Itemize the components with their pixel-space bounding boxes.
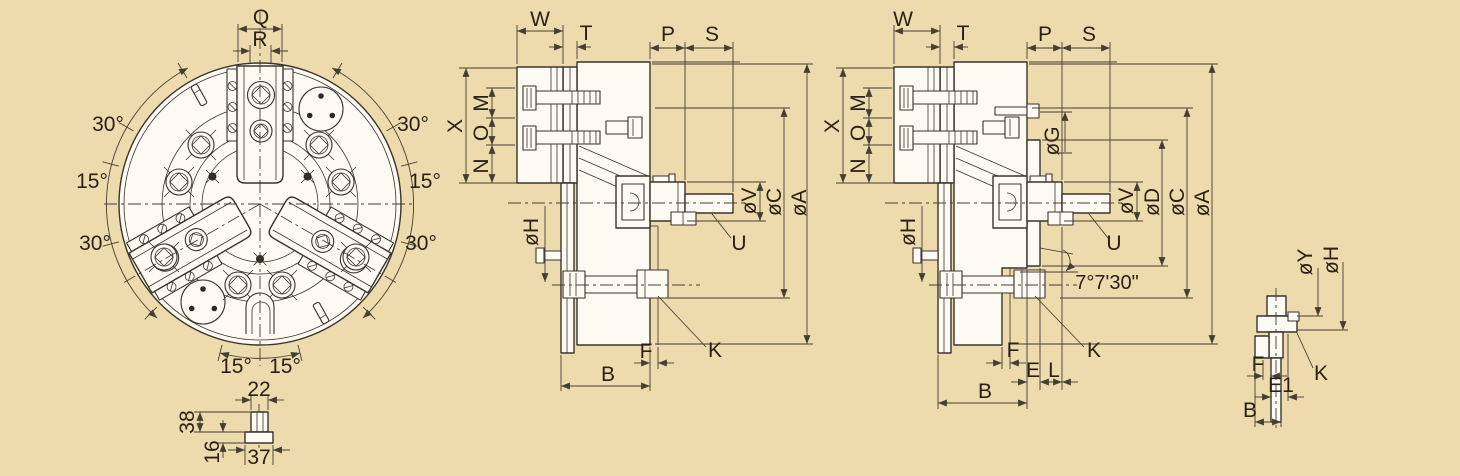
dim-label-l: L [1048, 359, 1060, 382]
dim-label-t: T [957, 22, 970, 45]
dim-label-da: øA [788, 190, 811, 217]
dim-label-n: N [847, 158, 870, 173]
draw-tube [684, 193, 734, 214]
cover-plate [298, 86, 344, 132]
callout-label-k: K [1314, 362, 1328, 385]
dim-label-dg: øG [1041, 126, 1064, 155]
dim-label-dc: øC [763, 188, 786, 216]
angle-label-lower-right: 30° [405, 232, 437, 255]
dim-label-q: Q [253, 6, 269, 29]
dim-label-dy: øY [1294, 249, 1317, 276]
dim-label-s: S [705, 23, 719, 46]
angle-label-bottom-left: 15° [220, 355, 252, 378]
cover-plate [180, 279, 226, 325]
dim-label-m: M [470, 94, 493, 112]
draw-tube-detail-view: øY øH K F E1 B [1243, 246, 1348, 432]
dim-label-da: øA [1191, 190, 1214, 217]
angle-note-label: 7°7'30" [1075, 272, 1138, 294]
dim-label-e: E [1026, 359, 1040, 382]
dim-label-dh: øH [1320, 246, 1343, 274]
dim-label-n: N [470, 158, 493, 173]
dim-label-37: 37 [247, 446, 270, 469]
dim-label-b: B [1243, 399, 1257, 422]
angle-label-lower-left: 30° [79, 232, 111, 255]
angle-label-mid-right: 15° [409, 170, 441, 193]
jaw-section-detail: 22 38 16 37 [176, 378, 290, 469]
dim-label-x: X [444, 119, 467, 133]
dim-label-s: S [1082, 23, 1096, 46]
dim-label-o: O [470, 125, 493, 141]
dim-label-dv: øV [738, 188, 761, 215]
dim-label-dv: øV [1115, 188, 1138, 215]
dim-label-w: W [893, 8, 913, 31]
dim-label-dd: øD [1141, 188, 1164, 216]
draw-tube [1061, 193, 1111, 214]
callout-label-k: K [1087, 339, 1101, 362]
dim-label-t: T [580, 22, 593, 45]
dim-label-r: R [252, 28, 267, 51]
dim-label-f: F [1007, 339, 1020, 362]
jaw-block-section [516, 66, 564, 184]
jaw-stem-section [250, 411, 269, 433]
callout-label-u: U [1106, 232, 1121, 255]
lube-pin [312, 301, 330, 325]
callout-label-k: K [708, 339, 722, 362]
jaw-base-section [244, 431, 274, 444]
lube-pin [190, 83, 208, 107]
angle-label-upper-left: 30° [92, 113, 124, 136]
dim-label-p: P [661, 23, 675, 46]
dim-label-dh: øH [520, 218, 543, 246]
dim-label-f: F [1252, 353, 1265, 376]
dim-label-38: 38 [176, 410, 199, 433]
dim-label-w: W [530, 8, 550, 31]
angle-label-bottom-right: 15° [269, 355, 301, 378]
dim-label-dh: øH [897, 218, 920, 246]
jaw-block-section [893, 66, 941, 184]
dim-label-e1: E1 [1268, 374, 1294, 397]
dim-label-m: M [847, 94, 870, 112]
section-view-b: W T P S X M O N øH øG øV [821, 8, 1218, 409]
dim-label-p: P [1038, 23, 1052, 46]
dim-label-f: F [640, 340, 653, 363]
dim-label-22: 22 [247, 378, 270, 401]
front-view: Q R 30° 15° 30° 30° 15° 30° 15° 15° [76, 6, 441, 378]
dim-label-16: 16 [201, 440, 224, 463]
dim-label-x: X [821, 119, 844, 133]
tube-top [1266, 295, 1287, 317]
dim-label-b: B [601, 363, 615, 386]
dim-label-o: O [847, 125, 870, 141]
dim-label-b: B [978, 380, 992, 403]
angle-label-mid-left: 15° [76, 170, 108, 193]
section-view-a: W T P S X M O N øH øV øC [444, 8, 813, 391]
angle-label-upper-right: 30° [397, 113, 429, 136]
callout-label-u: U [731, 232, 746, 255]
dim-label-dc: øC [1166, 188, 1189, 216]
